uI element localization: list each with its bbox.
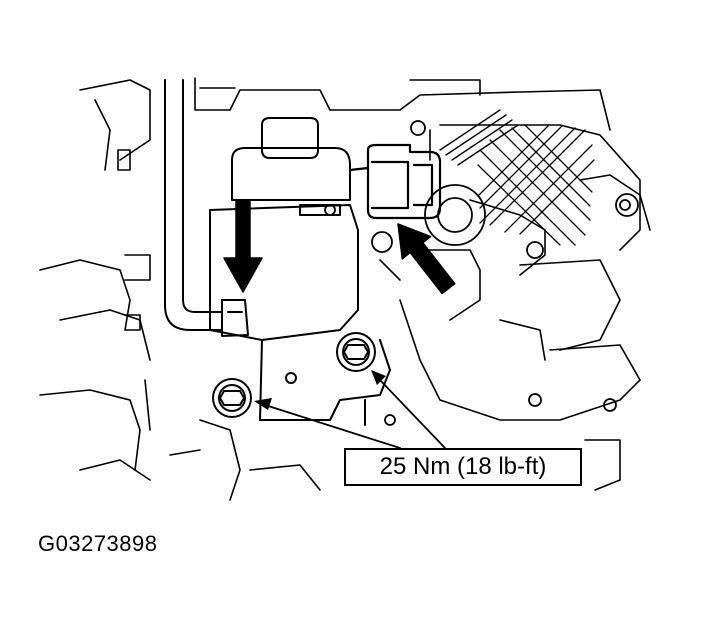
mesh-area: [477, 124, 595, 246]
arrow-icon: [254, 370, 386, 410]
actuator-body: [209, 117, 391, 426]
electrical-connector: [348, 143, 442, 220]
torque-spec-label: 25 Nm (18 lb-ft): [344, 448, 582, 486]
circular-fittings: [324, 120, 639, 426]
arrow-icon: [397, 223, 456, 295]
arrow-icon: [223, 199, 263, 293]
figure-id: G03273898: [38, 531, 158, 556]
tube-fitting: [221, 299, 249, 337]
engine-block-left: [39, 79, 151, 481]
engine-block-right: [169, 77, 651, 501]
tube-bracket: [164, 79, 223, 331]
mounting-bolt-right: [336, 332, 376, 372]
leader-lines: [261, 377, 446, 449]
mounting-bolt-left: [212, 378, 252, 418]
